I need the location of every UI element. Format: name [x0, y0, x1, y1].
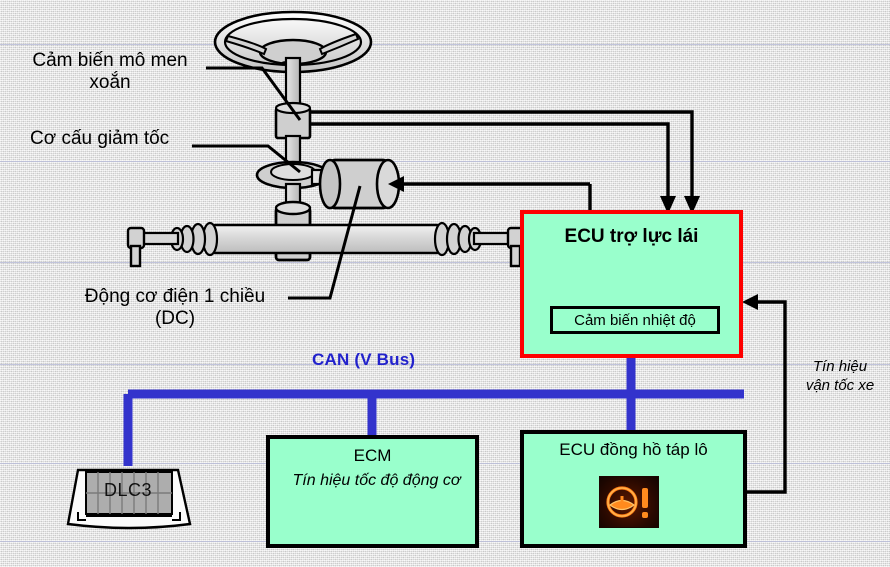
- temperature-sensor-box: Cảm biến nhiệt độ: [550, 306, 720, 334]
- label-dc-motor: Động cơ điện 1 chiều (DC): [84, 286, 266, 330]
- dc-motor-icon: [318, 158, 401, 210]
- tie-rod-end-left: [126, 226, 146, 268]
- leader-reduction-gear: [192, 144, 301, 174]
- arrow-to-motor: [388, 176, 404, 192]
- label-torque-sensor: Cảm biến mô men xoắn: [32, 50, 188, 94]
- meter-ecu-box: ECU đồng hồ táp lô: [520, 430, 747, 548]
- eps-ecu-box: ECU trợ lực lái Cảm biến nhiệt độ: [520, 210, 743, 358]
- arrow-to-ecu-speed: [742, 294, 758, 310]
- wire-torque-sensor-2: [310, 122, 670, 200]
- eps-ecu-title: ECU trợ lực lái: [564, 226, 699, 247]
- steering-warning-lamp-icon: [599, 476, 659, 528]
- wire-vehicle-speed: [747, 300, 787, 494]
- arrow-to-ecu-1: [684, 196, 700, 214]
- dlc3-connector: DLC3: [62, 466, 194, 524]
- label-vehicle-speed-signal: Tín hiệu vận tốc xe: [805, 358, 875, 394]
- leader-torque-sensor: [206, 66, 302, 121]
- meter-ecu-title: ECU đồng hồ táp lô: [559, 440, 708, 459]
- leader-dc-motor: [288, 185, 362, 300]
- ecm-title: ECM: [353, 446, 392, 465]
- dlc3-label: DLC3: [103, 480, 153, 500]
- ecm-box: ECM Tín hiệu tốc độ động cơ: [266, 435, 479, 548]
- steering-wheel-icon: [213, 10, 373, 74]
- leader-lines: [192, 66, 362, 300]
- wire-arrowheads: [388, 176, 758, 310]
- ecm-subtitle: Tín hiệu tốc độ động cơ: [292, 472, 461, 489]
- label-can-bus: CAN (V Bus): [312, 350, 416, 369]
- dlc3-connector-icon: [66, 468, 192, 530]
- arrow-to-ecu-2: [660, 196, 676, 214]
- label-reduction-gear: Cơ cấu giảm tốc: [30, 128, 170, 149]
- steering-rack-icon: [126, 221, 526, 268]
- wire-torque-sensor-1: [310, 110, 694, 200]
